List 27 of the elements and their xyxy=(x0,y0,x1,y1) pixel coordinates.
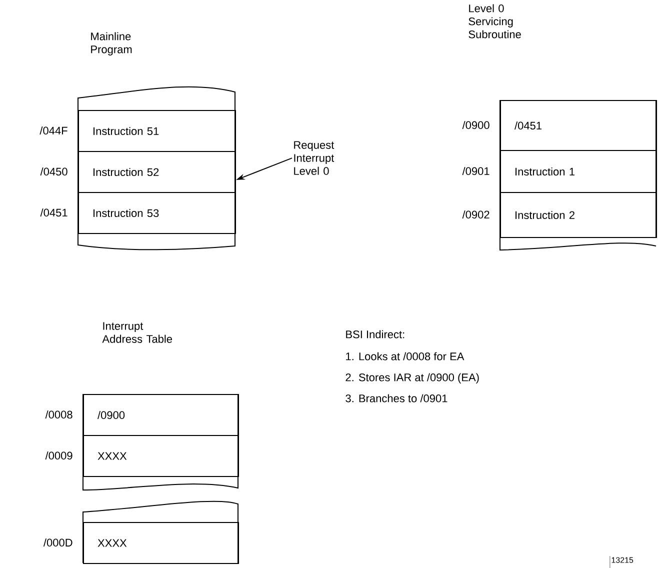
address-label: /0450 xyxy=(40,167,68,176)
memory-cell: Instruction 2 xyxy=(500,192,657,238)
stack-heading: Mainline Program xyxy=(91,32,132,56)
address-label: /000D xyxy=(43,538,72,547)
address-label: /0009 xyxy=(45,451,72,460)
stack-heading: Level 0 Servicing Subroutine xyxy=(468,4,521,38)
address-label: /0451 xyxy=(40,208,68,217)
note-text: 1. Looks at /0008 for EA xyxy=(346,352,464,360)
memory-cell: XXXX xyxy=(83,522,239,564)
memory-cell: Instruction 1 xyxy=(500,150,657,193)
note-text: 3. Branches to /0901 xyxy=(346,394,448,402)
address-label: /0900 xyxy=(462,120,490,130)
address-label: /0902 xyxy=(462,210,490,219)
memory-cell: Instruction 53 xyxy=(78,192,236,234)
note-text: BSI Indirect: xyxy=(346,330,404,338)
address-label: /0008 xyxy=(45,410,72,419)
address-label: /044F xyxy=(40,126,68,135)
memory-cell: Instruction 51 xyxy=(78,110,236,152)
memory-cell: /0900 xyxy=(83,394,239,436)
memory-cell: XXXX xyxy=(83,435,239,477)
figure-number: 13215 xyxy=(610,556,634,568)
memory-cell: /0451 xyxy=(500,100,657,151)
annotation-text: Request Interrupt Level 0 xyxy=(294,141,334,175)
stack-heading: Interrupt Address Table xyxy=(102,322,172,343)
note-text: 2. Stores IAR at /0900 (EA) xyxy=(346,373,479,384)
address-label: /0901 xyxy=(462,166,490,176)
memory-cell: Instruction 52 xyxy=(78,151,236,193)
